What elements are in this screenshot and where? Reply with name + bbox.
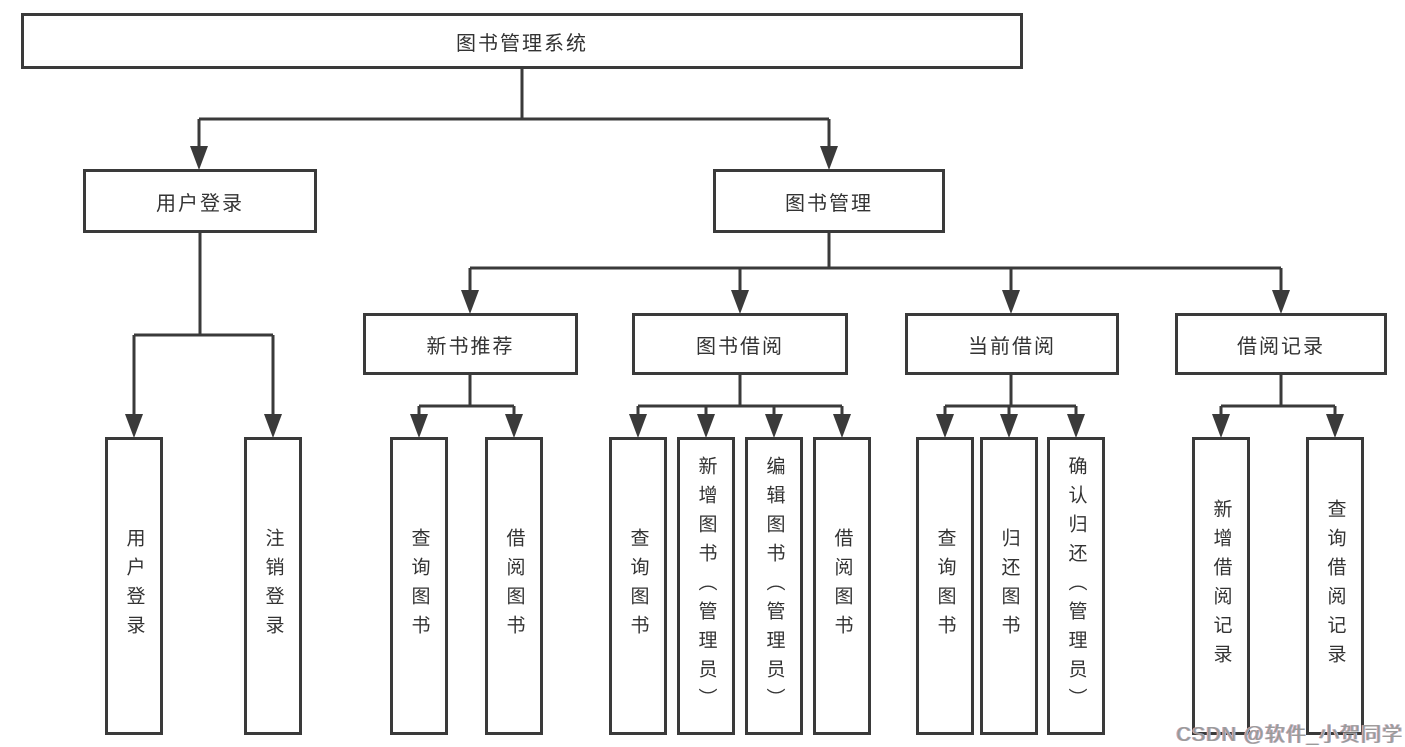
node-borrowing-records-label: 借阅记录 bbox=[1237, 335, 1325, 358]
leaf-add-books-admin-label: 新增图书（管理员） bbox=[695, 455, 717, 717]
leaf-edit-books-admin: 编辑图书（管理员） bbox=[745, 437, 803, 735]
node-book-borrowing: 图书借阅 bbox=[632, 313, 848, 375]
connector-book-borrow-to-leaves bbox=[636, 375, 844, 418]
leaf-current-query-books-label: 查询图书 bbox=[934, 528, 956, 644]
arrowheads-level2 bbox=[190, 146, 838, 170]
leaf-user-login-label: 用户登录 bbox=[123, 528, 145, 644]
node-current-borrowing-label: 当前借阅 bbox=[968, 335, 1056, 358]
leaf-confirm-return-admin: 确认归还（管理员） bbox=[1047, 437, 1105, 735]
arrowheads-level3 bbox=[461, 290, 1290, 314]
connector-new-book-rec-to-leaves bbox=[417, 375, 516, 418]
leaf-user-login: 用户登录 bbox=[105, 437, 163, 735]
leaf-recommend-query-books-label: 查询图书 bbox=[408, 528, 430, 644]
leaf-borrowing-borrow-books: 借阅图书 bbox=[813, 437, 871, 735]
connector-book-mgmt-to-level3 bbox=[468, 233, 1283, 294]
node-new-book-recommend: 新书推荐 bbox=[363, 313, 578, 375]
node-borrowing-records: 借阅记录 bbox=[1175, 313, 1387, 375]
arrowheads-borrow-record-leaves bbox=[1212, 414, 1344, 438]
leaf-confirm-return-admin-label: 确认归还（管理员） bbox=[1065, 455, 1087, 717]
leaf-recommend-query-books: 查询图书 bbox=[390, 437, 448, 735]
leaf-add-borrow-record-label: 新增借阅记录 bbox=[1210, 499, 1232, 673]
node-root-system: 图书管理系统 bbox=[21, 13, 1023, 69]
leaf-recommend-borrow-books: 借阅图书 bbox=[485, 437, 543, 735]
connector-user-login-to-leaves bbox=[132, 233, 275, 418]
node-book-management: 图书管理 bbox=[713, 169, 945, 233]
connector-current-borrow-to-leaves bbox=[943, 375, 1078, 418]
node-root-label: 图书管理系统 bbox=[456, 32, 588, 55]
leaf-edit-books-admin-label: 编辑图书（管理员） bbox=[763, 455, 785, 717]
node-user-login: 用户登录 bbox=[83, 169, 317, 233]
node-user-login-label: 用户登录 bbox=[156, 192, 244, 215]
connector-borrow-record-to-leaves bbox=[1219, 375, 1337, 418]
node-current-borrowing: 当前借阅 bbox=[905, 313, 1119, 375]
arrowheads-current-borrow-leaves bbox=[936, 414, 1085, 438]
node-book-management-label: 图书管理 bbox=[785, 192, 873, 215]
leaf-add-books-admin: 新增图书（管理员） bbox=[677, 437, 735, 735]
leaf-return-books-label: 归还图书 bbox=[998, 528, 1020, 644]
leaf-borrowing-query-books-label: 查询图书 bbox=[627, 528, 649, 644]
leaf-logout-label: 注销登录 bbox=[262, 528, 284, 644]
node-new-book-recommend-label: 新书推荐 bbox=[426, 335, 515, 358]
leaf-add-borrow-record: 新增借阅记录 bbox=[1192, 437, 1250, 735]
leaf-return-books: 归还图书 bbox=[980, 437, 1038, 735]
arrowheads-new-book-rec-leaves bbox=[410, 414, 523, 438]
node-book-borrowing-label: 图书借阅 bbox=[696, 335, 784, 358]
csdn-watermark: CSDN @软件_小贺同学 bbox=[1176, 724, 1403, 746]
leaf-logout: 注销登录 bbox=[244, 437, 302, 735]
leaf-query-borrow-record-label: 查询借阅记录 bbox=[1324, 499, 1346, 673]
leaf-current-query-books: 查询图书 bbox=[916, 437, 974, 735]
arrowheads-book-borrow-leaves bbox=[629, 414, 851, 438]
arrowheads-user-login-leaves bbox=[125, 414, 282, 438]
connector-root-to-level2 bbox=[197, 69, 831, 150]
leaf-recommend-borrow-books-label: 借阅图书 bbox=[503, 528, 525, 644]
leaf-borrowing-query-books: 查询图书 bbox=[609, 437, 667, 735]
leaf-borrowing-borrow-books-label: 借阅图书 bbox=[831, 528, 853, 644]
leaf-query-borrow-record: 查询借阅记录 bbox=[1306, 437, 1364, 735]
